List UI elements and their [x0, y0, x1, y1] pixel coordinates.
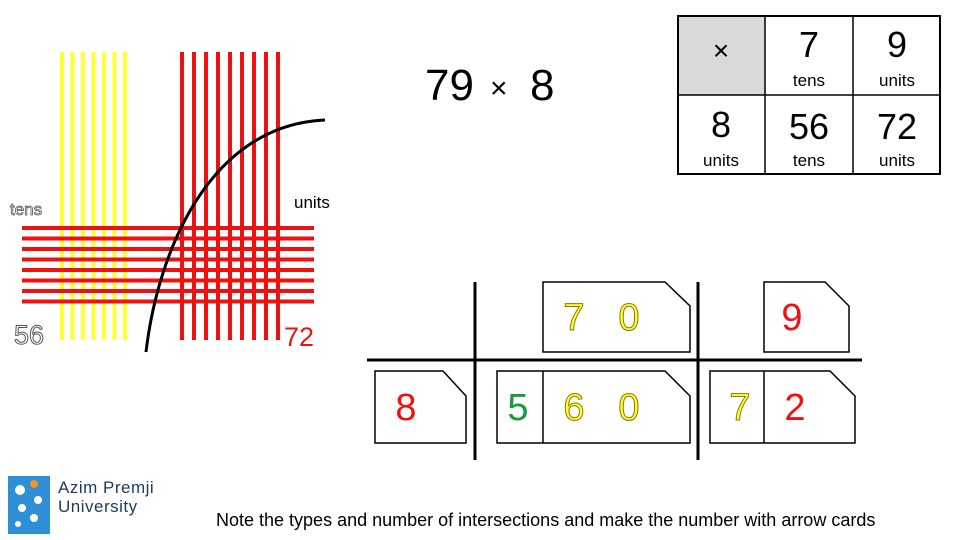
expression-right: 8	[530, 61, 554, 110]
table-cell2-place: units	[879, 151, 915, 170]
count-72: 72	[284, 322, 314, 352]
table-col2-digit: 9	[887, 24, 907, 65]
card-digit-7b: 7	[729, 387, 750, 429]
university-logo-text: Azim Premji University	[58, 478, 154, 516]
table-cell1-place: tens	[793, 151, 825, 170]
table-col2-place: units	[879, 71, 915, 90]
red-sticks-units-vertical	[182, 52, 278, 340]
card-digit-8: 8	[395, 387, 416, 429]
yellow-sticks-tens	[62, 52, 125, 340]
red-sticks-horizontal	[22, 228, 314, 302]
university-logo-icon	[8, 476, 50, 534]
label-tens: tens	[10, 200, 42, 219]
card-digit-2: 2	[784, 387, 805, 429]
table-cell2-value: 72	[877, 106, 917, 147]
table-row1-digit: 8	[711, 104, 731, 145]
arrow-card-560[interactable]: 5 6 0	[497, 371, 690, 443]
expression-left: 79	[425, 61, 474, 110]
logo-line1: Azim Premji	[58, 478, 154, 497]
table-cell1-value: 56	[789, 106, 829, 147]
arrow-card-8[interactable]: 8	[375, 371, 466, 443]
table-col1-digit: 7	[799, 24, 819, 65]
card-digit-9: 9	[781, 297, 802, 339]
table-corner-symbol: ×	[713, 35, 729, 66]
divider-curve	[146, 120, 325, 352]
multiplication-table: × 7 tens 9 units 8 units 56 tens 72 unit…	[678, 16, 940, 174]
card-digit-5: 5	[507, 387, 528, 429]
table-row1-place: units	[703, 151, 739, 170]
arrow-card-72[interactable]: 7 2	[710, 371, 855, 443]
expression-operator: ×	[490, 72, 508, 105]
arrow-card-70[interactable]: 7 0	[543, 282, 690, 352]
instruction-note: Note the types and number of intersectio…	[216, 510, 875, 531]
card-digit-7: 7	[563, 297, 584, 339]
logo-line2: University	[58, 497, 154, 516]
card-digit-6: 6	[563, 387, 584, 429]
card-digit-0: 0	[618, 297, 639, 339]
table-col1-place: tens	[793, 71, 825, 90]
count-56: 56	[14, 320, 44, 350]
label-units: units	[294, 193, 330, 212]
arrow-card-9[interactable]: 9	[764, 282, 849, 352]
stick-grid	[22, 52, 314, 340]
card-digit-0b: 0	[618, 387, 639, 429]
